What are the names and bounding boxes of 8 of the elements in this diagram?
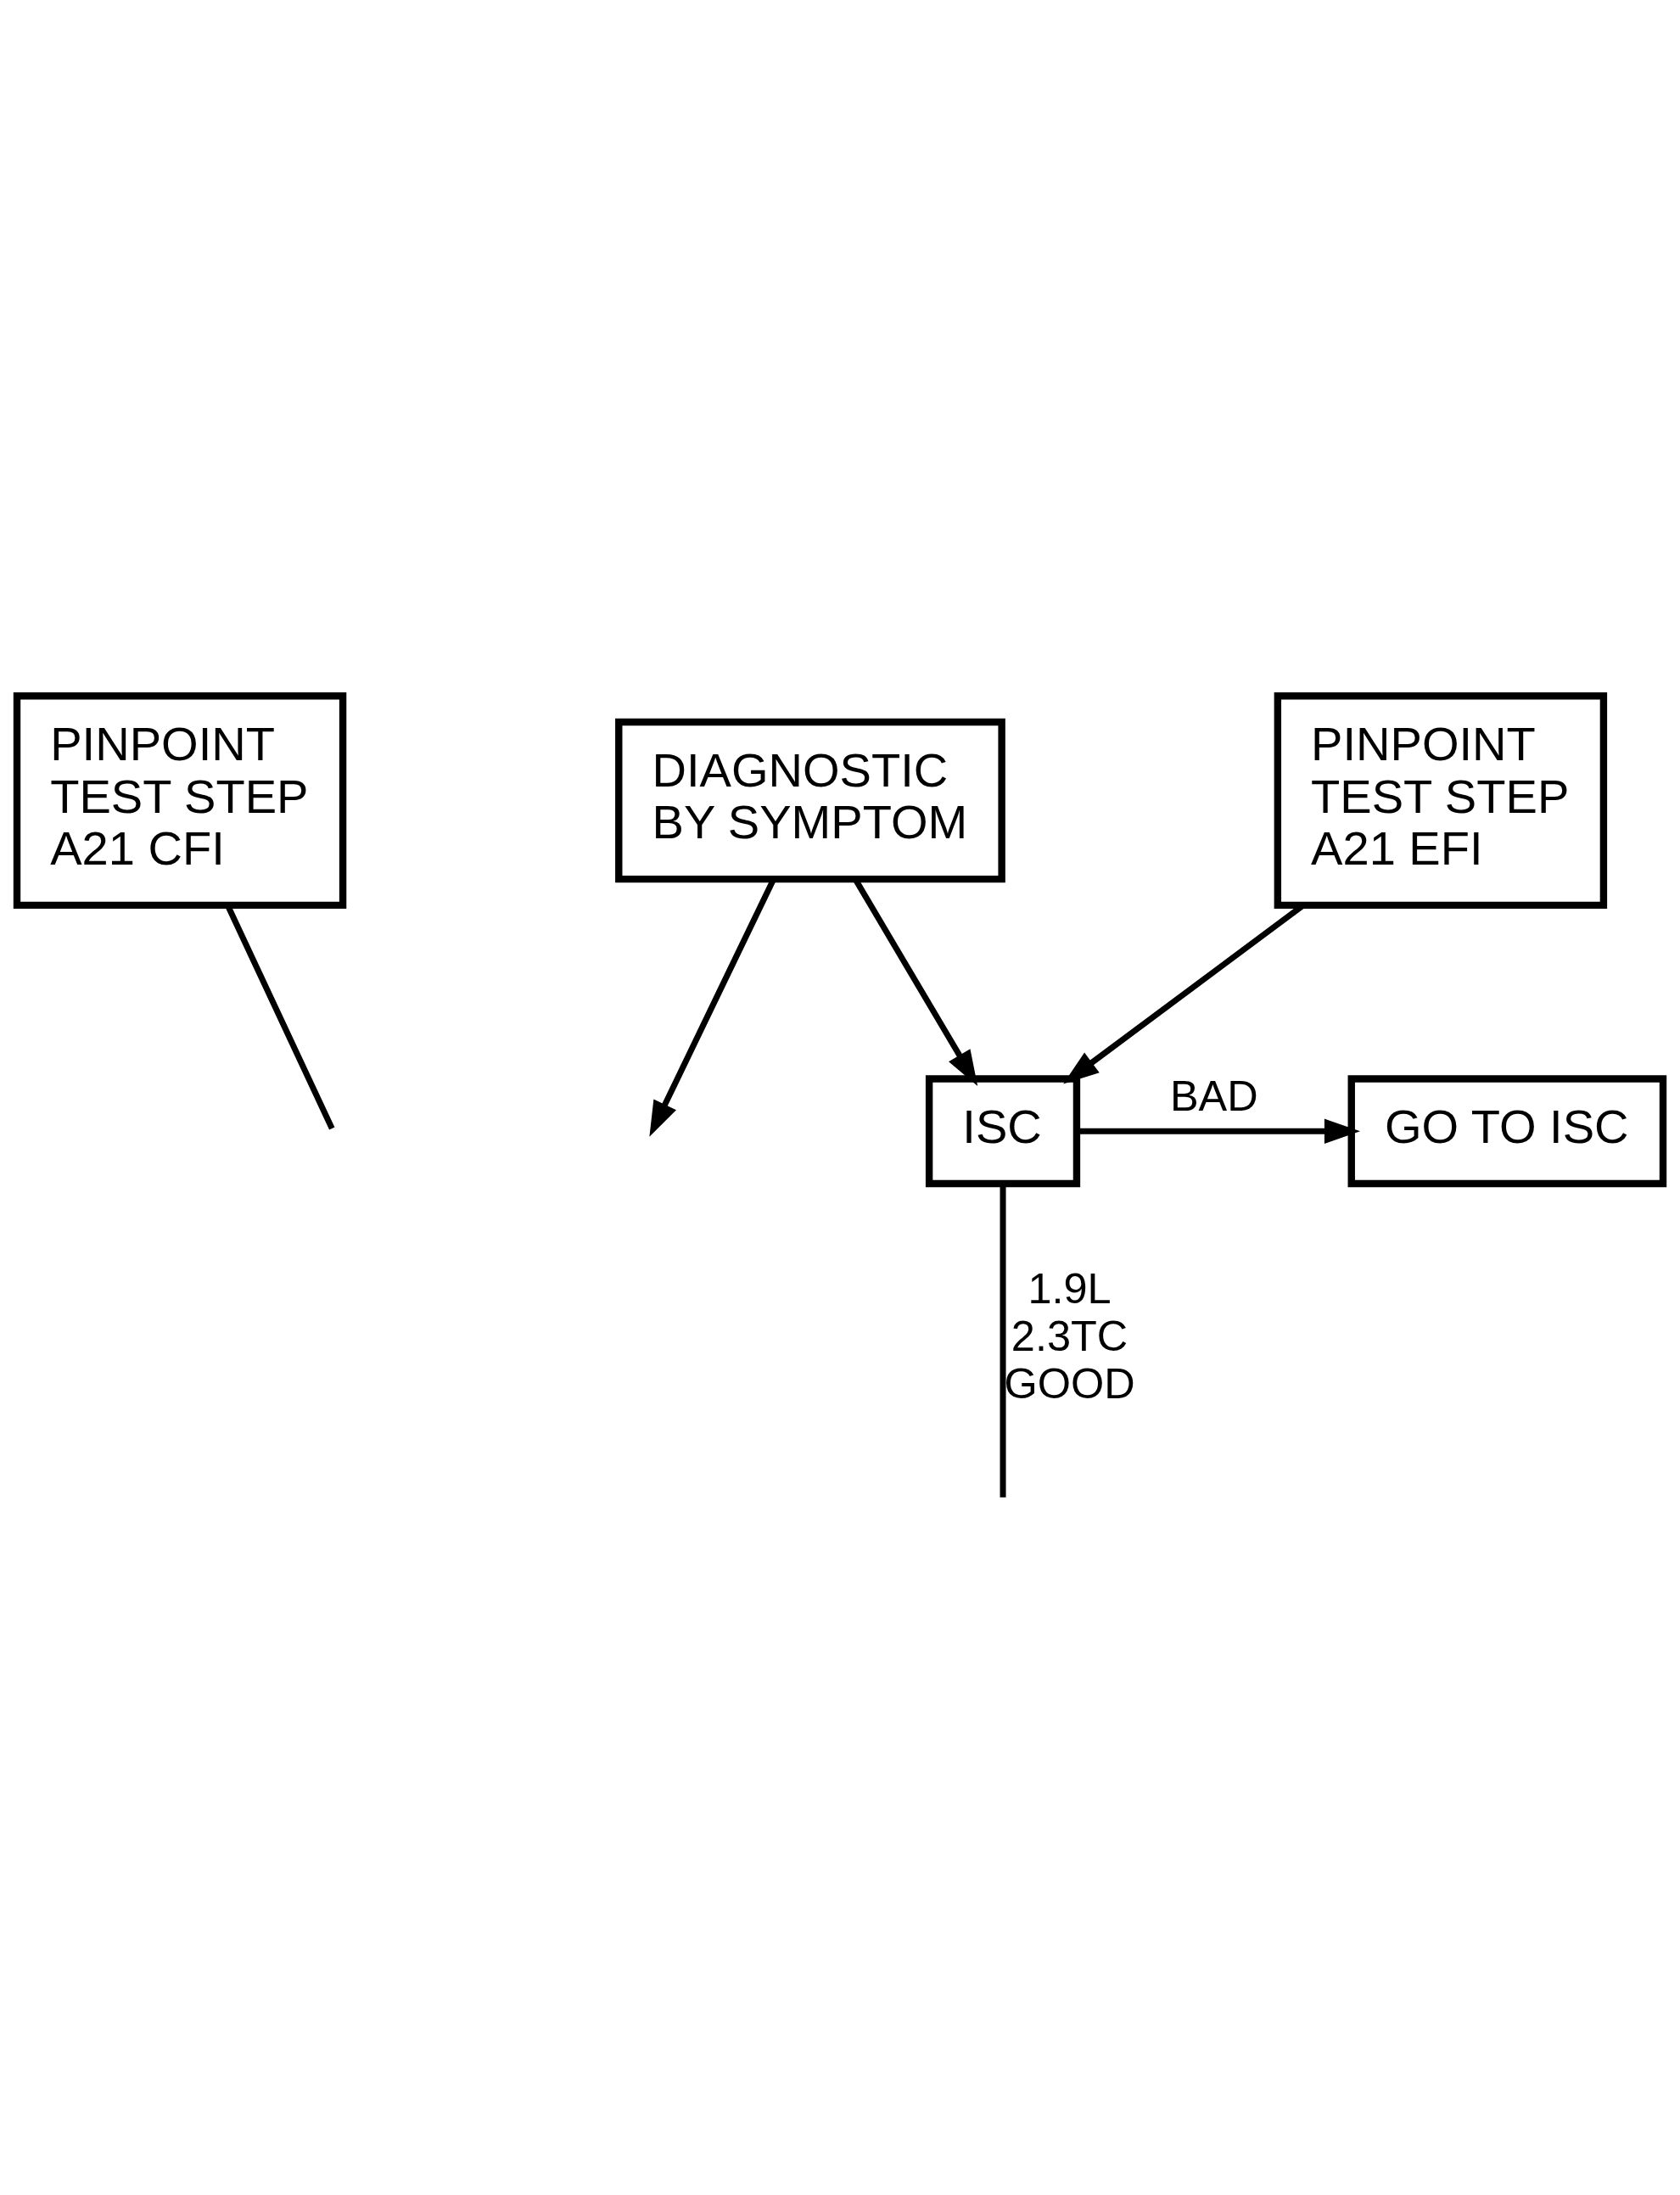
edge-label: 1.9L 2.3TC GOOD <box>1004 1263 1135 1408</box>
connector <box>1000 1184 1006 1498</box>
node-box: ISC <box>925 1074 1081 1187</box>
node-box: PINPOINT TEST STEP A21 CFI <box>13 692 347 909</box>
node-box: GO TO ISC <box>1347 1074 1667 1187</box>
node-box: DIAGNOSTIC BY SYMPTOM <box>615 718 1005 882</box>
node-box: PINPOINT TEST STEP A21 EFI <box>1274 692 1608 909</box>
edge-label: BAD <box>1169 1071 1258 1120</box>
